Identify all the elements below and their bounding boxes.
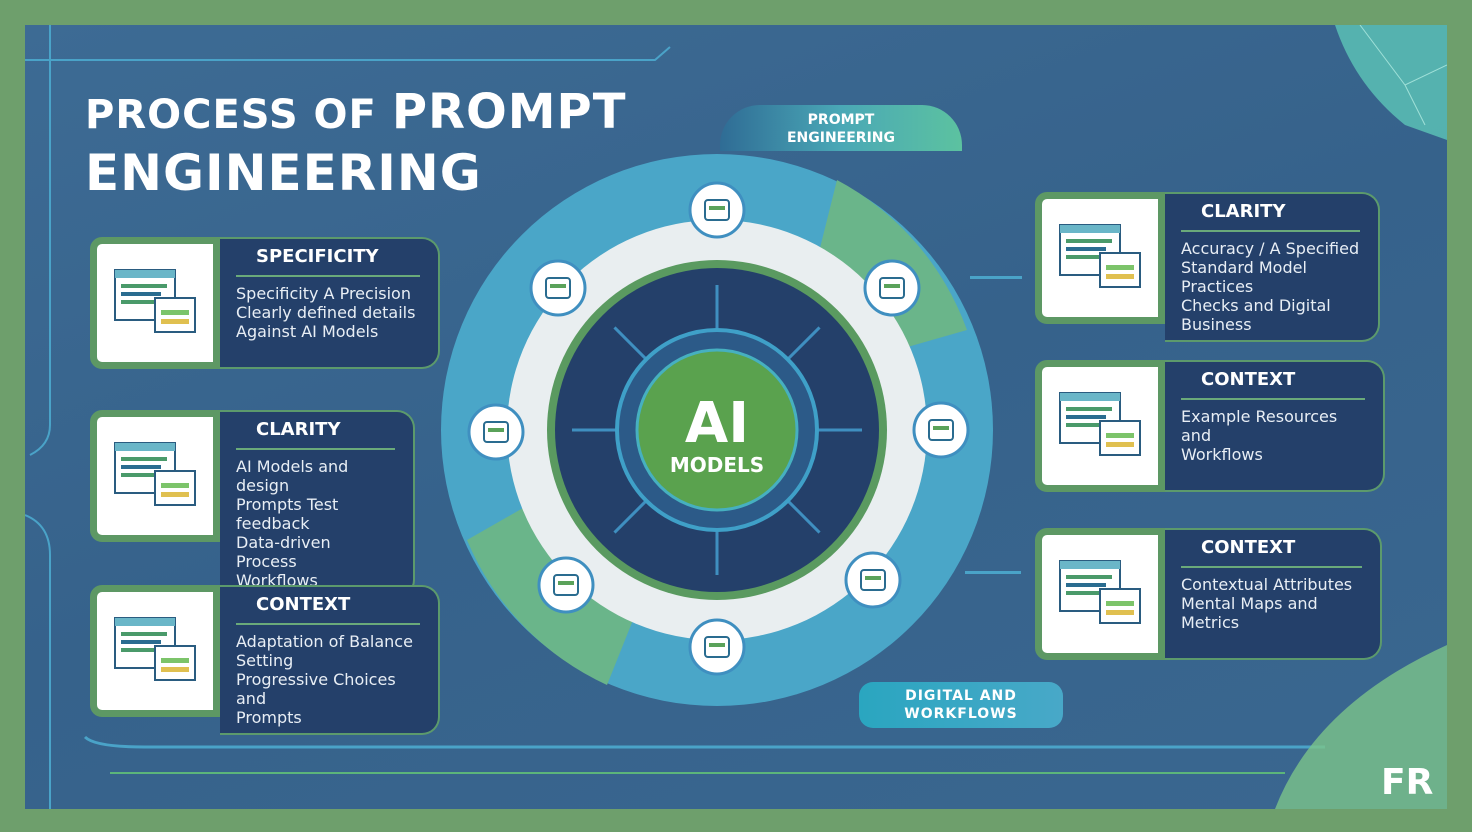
card-title: CONTEXT — [1201, 369, 1296, 390]
title-part: PROMPT — [391, 84, 627, 140]
card-title: CLARITY — [256, 419, 341, 440]
divider — [236, 275, 420, 277]
card-text-line: AI Models and design — [236, 457, 349, 495]
card-text-line: Specificity A Precision — [236, 284, 411, 303]
spoke — [613, 326, 649, 362]
center-subtitle: MODELS — [670, 453, 764, 477]
card-text-line: Against AI Models — [236, 322, 379, 341]
node-glyph — [879, 277, 905, 299]
node-glyph — [884, 284, 900, 288]
card-text-line: Business — [1181, 315, 1252, 334]
bottom-badge-line1: DIGITAL AND — [905, 688, 1017, 704]
illustration-icon — [1035, 528, 1165, 660]
illustration-icon — [90, 410, 220, 542]
connector — [965, 571, 1021, 574]
node-glyph — [709, 643, 725, 647]
card-text-line: Workflows — [1181, 445, 1263, 464]
divider — [236, 448, 395, 450]
card-text-line: Accuracy / A Specified — [1181, 239, 1360, 258]
card-title: SPECIFICITY — [256, 246, 379, 267]
illustration-icon — [90, 585, 220, 717]
connector — [970, 276, 1022, 279]
infographic: PROCESS OF PROMPT ENGINEERING PROMPT ENG… — [25, 25, 1447, 809]
title-line2: ENGINEERING — [85, 144, 482, 202]
logo: FR — [1381, 762, 1434, 803]
card-text-line: Metrics — [1181, 613, 1240, 632]
illustration-icon — [1035, 360, 1165, 492]
bottom-badge: DIGITAL AND WORKFLOWS — [859, 682, 1063, 728]
top-badge: PROMPT ENGINEERING — [720, 105, 962, 151]
node-glyph — [704, 636, 730, 658]
card-text-line: Standard Model Practices — [1181, 258, 1307, 296]
card-text-line: Example Resources and — [1181, 407, 1338, 445]
illustration-icon — [1035, 192, 1165, 324]
title-part: PROCESS OF — [85, 92, 377, 138]
spoke — [785, 498, 821, 534]
divider — [1181, 230, 1360, 232]
top-badge-line1: PROMPT — [807, 112, 875, 128]
card-text-line: Data-driven Process — [236, 533, 331, 571]
divider — [1181, 566, 1362, 568]
illustration-icon — [90, 237, 220, 369]
card-title: CONTEXT — [1201, 537, 1296, 558]
node-glyph — [928, 419, 954, 441]
spoke — [785, 326, 821, 362]
card-text-line: Checks and Digital — [1181, 296, 1331, 315]
spoke — [613, 498, 649, 534]
node-glyph — [558, 581, 574, 585]
divider — [1181, 398, 1365, 400]
node-glyph — [704, 199, 730, 221]
node-glyph — [553, 574, 579, 596]
node-glyph — [488, 428, 504, 432]
card-text-line: Adaptation of Balance Setting — [236, 632, 413, 670]
center-disk — [635, 348, 799, 512]
node-glyph — [933, 426, 949, 430]
card-text-line: Progressive Choices and — [236, 670, 396, 708]
divider — [236, 623, 420, 625]
node-glyph — [545, 277, 571, 299]
node-glyph — [483, 421, 509, 443]
bottom-badge-line2: WORKFLOWS — [904, 706, 1018, 722]
node-glyph — [709, 206, 725, 210]
card-text-line: Contextual Attributes — [1181, 575, 1353, 594]
card-text-line: Prompts Test feedback — [236, 495, 339, 533]
center-title: AI — [685, 391, 749, 456]
decor-lines — [25, 25, 1447, 809]
node-glyph — [550, 284, 566, 288]
card-text-line: Prompts — [236, 708, 302, 727]
card-title: CLARITY — [1201, 201, 1286, 222]
node-glyph — [860, 569, 886, 591]
top-badge-line2: ENGINEERING — [786, 130, 896, 146]
page-title: PROCESS OF PROMPT ENGINEERING — [85, 83, 626, 202]
card-title: CONTEXT — [256, 594, 351, 615]
node-glyph — [865, 576, 881, 580]
card-text-line: Mental Maps and — [1181, 594, 1318, 613]
card-text-line: Clearly defined details — [236, 303, 416, 322]
